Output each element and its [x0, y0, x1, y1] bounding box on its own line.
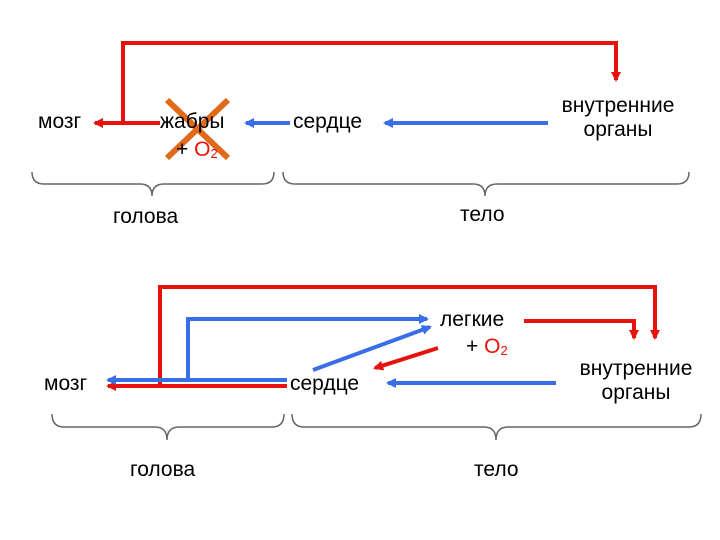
bottom-brain-label: мозг — [44, 372, 88, 395]
bottom-lungs-label: легкие — [440, 308, 505, 331]
bottom-oxygen-label: + O2 — [466, 335, 508, 358]
top-heart-label: сердце — [293, 110, 363, 133]
bottom-body-label: тело — [474, 458, 519, 481]
bottom-blue-heart-to-lungs-arrow — [312, 325, 432, 372]
bottom-blue-lungs-loop-arrow — [186, 314, 429, 381]
top-body-label: тело — [460, 203, 505, 226]
top-head-brace — [31, 171, 275, 197]
bottom-red-loop-arrow — [158, 285, 660, 386]
bottom-body-brace — [291, 413, 702, 441]
bottom-head-brace — [51, 413, 285, 441]
bottom-head-label: голова — [130, 458, 196, 481]
bottom-heart-label: сердце — [290, 372, 360, 395]
top-gills-label: жабры — [160, 110, 225, 133]
bottom-red-lungs-to-heart-arrow — [373, 346, 439, 371]
top-head-label: голова — [113, 205, 179, 228]
top-oxygen-label: + O2 — [176, 138, 218, 161]
bottom-red-lungs-to-organs-arrow — [524, 319, 639, 340]
top-body-brace — [282, 171, 690, 197]
cross-mark-icon — [164, 97, 231, 161]
top-brain-label: мозг — [38, 110, 82, 133]
top-red-loop-arrow — [121, 41, 621, 125]
